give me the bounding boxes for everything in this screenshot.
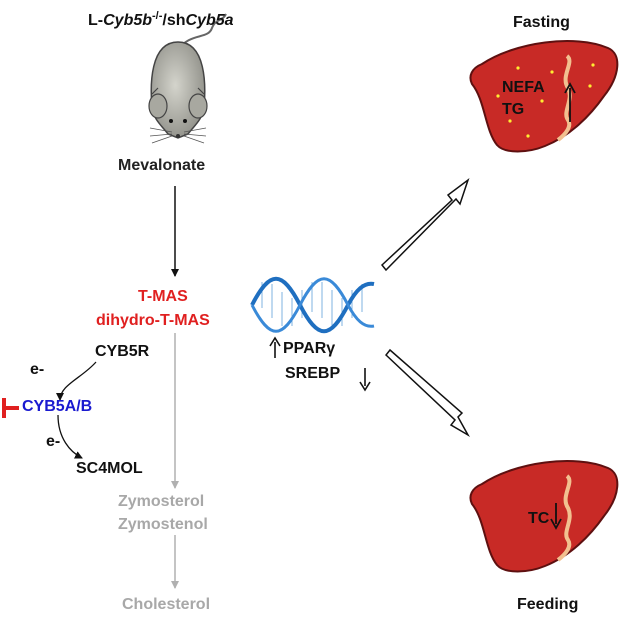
feeding-label: Feeding (517, 596, 579, 613)
tc-label: TC (528, 510, 550, 527)
mouse-icon (148, 13, 227, 144)
inhibition-symbol (2, 398, 19, 418)
electron-arrow-2 (57, 414, 83, 459)
dna-helix-icon (250, 276, 375, 334)
cyb5ab-label: CYB5A/B (22, 398, 93, 415)
cholesterol-label: Cholesterol (122, 596, 211, 613)
electron-label-1: e- (30, 361, 45, 378)
tmas-label: T-MAS (138, 288, 188, 305)
feeding-liver-icon (469, 460, 619, 573)
srebp-label: SREBP (285, 365, 341, 382)
ppar-up-arrow (269, 336, 281, 358)
arrow-to-fasting (380, 177, 470, 272)
sc4mol-label: SC4MOL (76, 460, 143, 477)
fasting-liver-icon (469, 40, 619, 153)
cyb5r-label: CYB5R (95, 343, 150, 360)
srebp-down-arrow (359, 368, 371, 392)
dihydro-tmas-label: dihydro-T-MAS (96, 312, 210, 329)
nefa-label: NEFA (502, 79, 545, 96)
ppar-gamma-label: PPARγ (283, 340, 336, 357)
zymostenol-label: Zymostenol (118, 516, 208, 533)
tg-label: TG (502, 101, 525, 118)
electron-arrow-1 (56, 361, 97, 401)
arrow-to-feeding (384, 348, 470, 438)
zymosterol-label: Zymosterol (118, 493, 205, 510)
mevalonate-label: Mevalonate (118, 157, 206, 174)
electron-label-2: e- (46, 433, 61, 450)
mouse-model-title: L-Cyb5b-/-/shCyb5a (88, 10, 234, 29)
fasting-label: Fasting (513, 14, 570, 31)
